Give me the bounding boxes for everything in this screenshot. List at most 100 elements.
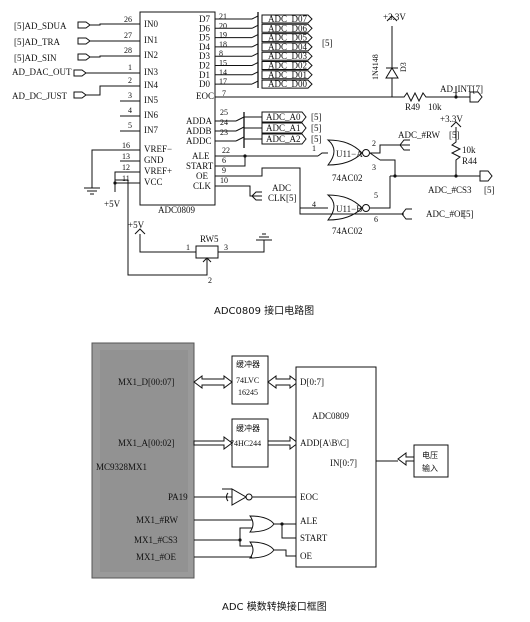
- pin-name-gnd: GND: [144, 155, 164, 165]
- adc-block: [295, 366, 377, 568]
- pot-pin-2: 2: [208, 276, 212, 285]
- port-sin: [77, 53, 91, 61]
- pin-name-in2: IN2: [144, 50, 158, 60]
- data-net-label: ADC_D05: [268, 33, 308, 43]
- port-adc-clk: [251, 191, 262, 201]
- addr-net-a2: ADC_A2: [266, 134, 301, 144]
- input-net-dc-just: AD_DC_JUST: [12, 91, 68, 101]
- addr-arrow: [193, 436, 299, 450]
- adc0809-chip-label: ADC0809: [158, 205, 196, 215]
- pin-name-d3: D3: [199, 51, 210, 61]
- port-adc-a0: [261, 111, 307, 123]
- adc-block-label: ADC0809: [312, 411, 350, 421]
- pin-name-addc-num: 23: [220, 128, 228, 137]
- pin-num: 10: [220, 176, 228, 185]
- input-net-labels: [5]AD_SDUA [5]AD_TRA [5]AD_SIN AD_DAC_OU…: [12, 21, 140, 101]
- input-net-dac-out: AD_DAC_OUT: [12, 67, 72, 77]
- port-dc-just: [73, 91, 87, 99]
- pin-name-oe: OE: [196, 171, 208, 181]
- cpu-sig-data: MX1_D[00:07]: [118, 377, 175, 387]
- pin-name-clk: CLK: [193, 181, 212, 191]
- input-net-tra: [5]AD_TRA: [14, 37, 60, 47]
- top-caption: ADC0809 接口电路图: [214, 304, 314, 317]
- pin-name-in7: IN7: [144, 125, 158, 135]
- ctrl-nets: ADC_#RW [5] ADC_#CS3 [5] ADC_#OE [5]: [398, 130, 495, 220]
- clk-net-label-1: ADC: [272, 183, 291, 193]
- pin-num: 8: [219, 49, 223, 58]
- eoc-interrupt-circuit: +3.3V 1N4148 D3 R49 10k AD_INT[7] +3.3V …: [371, 12, 483, 178]
- pin-name-eoc: EOC: [196, 91, 214, 101]
- data-net-label: ADC_D07: [268, 14, 308, 24]
- pin-num: 26: [124, 15, 132, 24]
- clk-net-label-2: CLK[5]: [268, 193, 297, 203]
- cpu-sig-pa19: PA19: [168, 492, 188, 502]
- pin-name-in3: IN3: [144, 67, 158, 77]
- pin-num: 9: [222, 166, 226, 175]
- pin-num: 11: [122, 174, 130, 183]
- port-rw: [399, 139, 410, 151]
- buffer-1: [231, 355, 269, 405]
- port-data-net: [261, 23, 313, 33]
- port-data-net: [261, 14, 313, 24]
- data-net-label: ADC_D01: [268, 70, 307, 80]
- pin-name-in0: IN0: [144, 19, 158, 29]
- net-rw: ADC_#RW: [398, 130, 441, 140]
- adc0809-schematic: [5]AD_SDUA [5]AD_TRA [5]AD_SIN AD_DAC_OU…: [12, 11, 495, 317]
- pin-num: 6: [222, 156, 226, 165]
- gate-b-pin-5: 5: [374, 191, 378, 200]
- pot-supply-label: +5V: [128, 220, 145, 230]
- pin-num: 13: [122, 152, 130, 161]
- pin-name-vcc: VCC: [144, 177, 163, 187]
- pin-num: 18: [219, 40, 227, 49]
- supply-3v3-a: +3.3V: [383, 12, 406, 22]
- potentiometer-rw5: +5V RW5 1 3 2: [115, 179, 272, 285]
- diode-ref: D3: [399, 62, 408, 72]
- pin-num: 28: [124, 46, 132, 55]
- gate-a-pin-1: 1: [312, 144, 316, 153]
- gate-b-pin-6: 6: [374, 215, 378, 224]
- adc-pin-add: ADD[A\B\C]: [300, 438, 349, 448]
- pin-num: 12: [122, 163, 130, 172]
- buffer-2-title: 缓冲器: [236, 423, 260, 433]
- pin-num: 7: [222, 89, 226, 98]
- pin-num: 20: [219, 21, 227, 30]
- adc-in-pins: 26 IN0 27 IN1 28 IN2 1 IN3 2 IN4 3 IN5 4…: [120, 15, 158, 135]
- cpu-sig-oe: MX1_#OE: [136, 552, 177, 562]
- pin-name-adda: ADDA: [186, 116, 212, 126]
- buffer-2: [231, 418, 269, 468]
- pin-num: 16: [122, 141, 130, 150]
- addr-ref-a2: [5]: [311, 134, 322, 144]
- data-net-label: ADC_D00: [268, 79, 308, 89]
- voltage-input-block: [413, 444, 449, 478]
- gate-a-label: U11−A: [336, 149, 363, 159]
- net-cs3: ADC_#CS3: [428, 185, 472, 195]
- or-gate-ale: [194, 515, 296, 541]
- port-cs3: [479, 170, 493, 182]
- pin-num: 3: [128, 91, 132, 100]
- gate-b-label: U11−B: [336, 204, 362, 214]
- pin-name-vref-plus: VREF+: [144, 166, 172, 176]
- data-net-label: ADC_D04: [268, 42, 308, 52]
- gate-b-part: 74AC02: [332, 226, 363, 236]
- pin-name-in1: IN1: [144, 35, 158, 45]
- pin-name-start: START: [186, 161, 214, 171]
- port-adc-a2: [261, 133, 307, 145]
- port-data-net: [261, 61, 313, 70]
- port-sdua: [77, 21, 91, 29]
- ground-symbol: [84, 187, 100, 195]
- adc-pin-in: IN[0:7]: [330, 458, 357, 468]
- addr-ref-a0: [5]: [311, 112, 322, 122]
- addr-ref-a1: [5]: [311, 123, 322, 133]
- adc-pin-eoc: EOC: [300, 492, 318, 502]
- pin-name-ale: ALE: [192, 151, 210, 161]
- cpu-block: [91, 342, 195, 579]
- pin-name-addb: ADDB: [186, 126, 212, 136]
- buffer-2-part: 74HC244: [230, 439, 261, 448]
- adc-addr-pins: ADDA ADDB ADDC 25 24 23: [186, 108, 245, 148]
- gate-a-pin-3: 3: [372, 163, 376, 172]
- pin-num: 14: [219, 68, 227, 77]
- port-tra: [77, 37, 91, 45]
- pot-pin-3: 3: [224, 243, 228, 252]
